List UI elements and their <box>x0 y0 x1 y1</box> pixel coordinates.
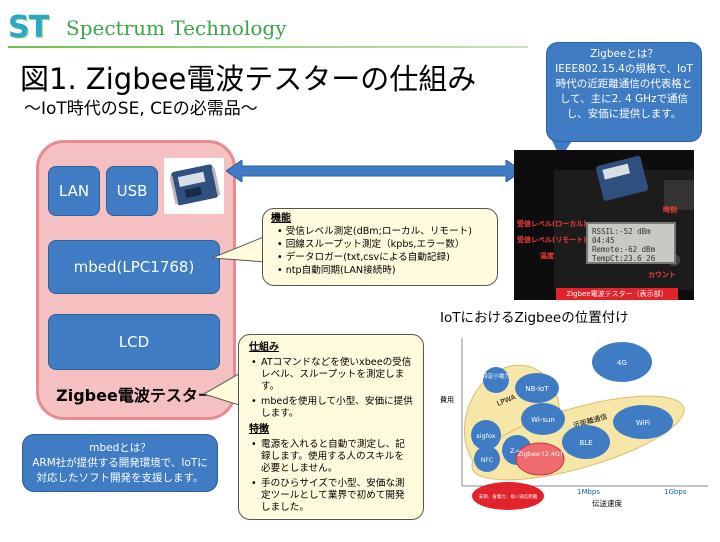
usb-label: USB <box>116 182 148 200</box>
bubble-label: 4G <box>617 359 627 367</box>
bubble-wi-sun: Wi-sun <box>521 403 565 435</box>
photo-label-time: 時刻 <box>663 206 677 214</box>
device-label: Zigbee電波テスター <box>56 386 214 405</box>
lcd-line: Remote:-62 dBm <box>592 245 656 254</box>
lan-label: LAN <box>58 182 90 200</box>
functions-list: 受信レベル測定(dBm;ローカル、リモート) 回線スループット測定（kpbs,エ… <box>271 226 489 277</box>
mbed-callout-heading: mbedとは？ <box>89 442 151 454</box>
bubble-nfc: NFC <box>474 446 500 472</box>
functions-callout-tail <box>212 235 266 263</box>
bubble-special-low-power: 特定小電力 <box>482 367 510 393</box>
bubble-label: sigfox <box>476 432 495 440</box>
bubble-zigbee: Zigbee (2.4G) <box>515 442 565 476</box>
photo-label-remote: 受信レベル(リモート) <box>517 236 587 244</box>
lan-block: LAN <box>48 166 100 216</box>
bubble-wifi: WiFi <box>613 405 673 439</box>
bubble-label: Wi-sun <box>531 416 555 424</box>
x-axis-label: 伝送速度 <box>592 498 622 508</box>
company-logo-mark: ST <box>8 10 49 45</box>
lcd-line: RSSIL:-52 dBm 04:45 <box>592 227 651 245</box>
bubble-label: BLE <box>579 439 592 447</box>
bubble-sigfox: sigfox <box>471 420 501 450</box>
mbed-callout: mbedとは？ ARM社が提供する開発環境で、IoTに対応したソフト開発を支援し… <box>22 434 218 492</box>
mechanism-item: ATコマンドなどを使いxbeeの受信レベル、スループットを測定します。 <box>249 357 413 393</box>
slide-subtitle: 〜IoT時代のSE, CEの必需品〜 <box>24 99 258 119</box>
x-tick-label: 1Mbps <box>577 488 600 496</box>
bubble-label: Zigbee (2.4G) <box>517 450 562 458</box>
function-item: 受信レベル測定(dBm;ローカル、リモート) <box>277 226 489 238</box>
bubble-nb-iot: NB-IoT <box>515 373 559 403</box>
positioning-chart: 費用 伝送速度 1Mbps 1Gbps LPWA 近距離通信 特定小電力 NB-… <box>440 338 708 510</box>
positioning-title: IoTにおけるZigbeeの位置付け <box>440 310 629 326</box>
how-it-works-callout: 仕組み ATコマンドなどを使いxbeeの受信レベル、スループットを測定します。 … <box>238 334 424 520</box>
bubble-label: NFC <box>481 457 493 464</box>
bubble-label: WiFi <box>636 419 650 427</box>
functions-title: 機能 <box>271 213 291 224</box>
bubble-label: NB-IoT <box>525 385 549 393</box>
x-tick-label: 1Gbps <box>664 488 687 496</box>
photo-label-count: カウント <box>648 271 676 279</box>
bubble-4g: 4G <box>592 342 652 382</box>
slide-title: 図1. Zigbee電波テスターの仕組み <box>20 62 477 96</box>
mbed-callout-body: ARM社が提供する開発環境で、IoTに対応したソフト開発を支援します。 <box>32 457 208 484</box>
mechanism-title: 仕組み <box>249 342 279 353</box>
y-axis-label: 費用 <box>440 395 454 404</box>
bubble-ble: BLE <box>562 425 610 459</box>
feature-item: 手のひらサイズで小型、安価な測定ツールとして業界で初めて開発しました。 <box>249 478 413 514</box>
function-item: データロガー(txt,csvによる自動記録) <box>277 252 489 264</box>
tester-lcd-display: RSSIL:-52 dBm 04:45 Remote:-62 dBm TempC… <box>586 222 676 264</box>
lcd-line: TempCt:23.6 26 <box>592 254 656 263</box>
photo-label-local: 受信レベル(ローカル) <box>517 220 587 228</box>
photo-label-temp: 温度 <box>540 252 554 260</box>
feature-item: 電源を入れると自動で測定し、記録します。使用する人のスキルを必要としません。 <box>249 439 413 475</box>
zigbee-callout: Zigbeeとは？ IEEE802.15.4の規格で、IoT時代の近距離通信の代… <box>546 42 702 142</box>
zigbee-callout-heading: Zigbeeとは？ <box>590 48 658 60</box>
features-list: 電源を入れると自動で測定し、記録します。使用する人のスキルを必要としません。 手… <box>249 439 413 514</box>
wireless-link-arrow <box>226 160 522 182</box>
photo-caption: Zigbee電波テスター（表示部） <box>556 288 678 300</box>
mechanism-list: ATコマンドなどを使いxbeeの受信レベル、スループットを測定します。 mbed… <box>249 357 413 420</box>
functions-callout: 機能 受信レベル測定(dBm;ローカル、リモート) 回線スループット測定（kpb… <box>262 208 498 286</box>
lcd-block: LCD <box>48 314 220 370</box>
features-title: 特徴 <box>249 424 269 435</box>
zigbee-note-text: 安価、省電力、長い通信距離 <box>479 493 538 500</box>
lcd-label: LCD <box>118 333 150 351</box>
header-divider <box>8 46 528 48</box>
function-item: ntp自動同期(LAN接続時) <box>277 265 489 277</box>
bubble-label: 特定小電力 <box>482 372 510 380</box>
xbee-module-image <box>164 158 224 214</box>
zigbee-note-bubble: 安価、省電力、長い通信距離 <box>472 482 544 510</box>
usb-block: USB <box>106 166 158 216</box>
zigbee-callout-body: IEEE802.15.4の規格で、IoT時代の近距離通信の代表格として、主に2.… <box>555 63 693 120</box>
mbed-label: mbed(LPC1768) <box>73 258 195 276</box>
mbed-block: mbed(LPC1768) <box>48 240 220 294</box>
mechanism-item: mbedを使用して小型、安価に提供します。 <box>249 396 413 420</box>
function-item: 回線スループット測定（kpbs,エラー数） <box>277 239 489 251</box>
company-name: Spectrum Technology <box>66 16 287 40</box>
